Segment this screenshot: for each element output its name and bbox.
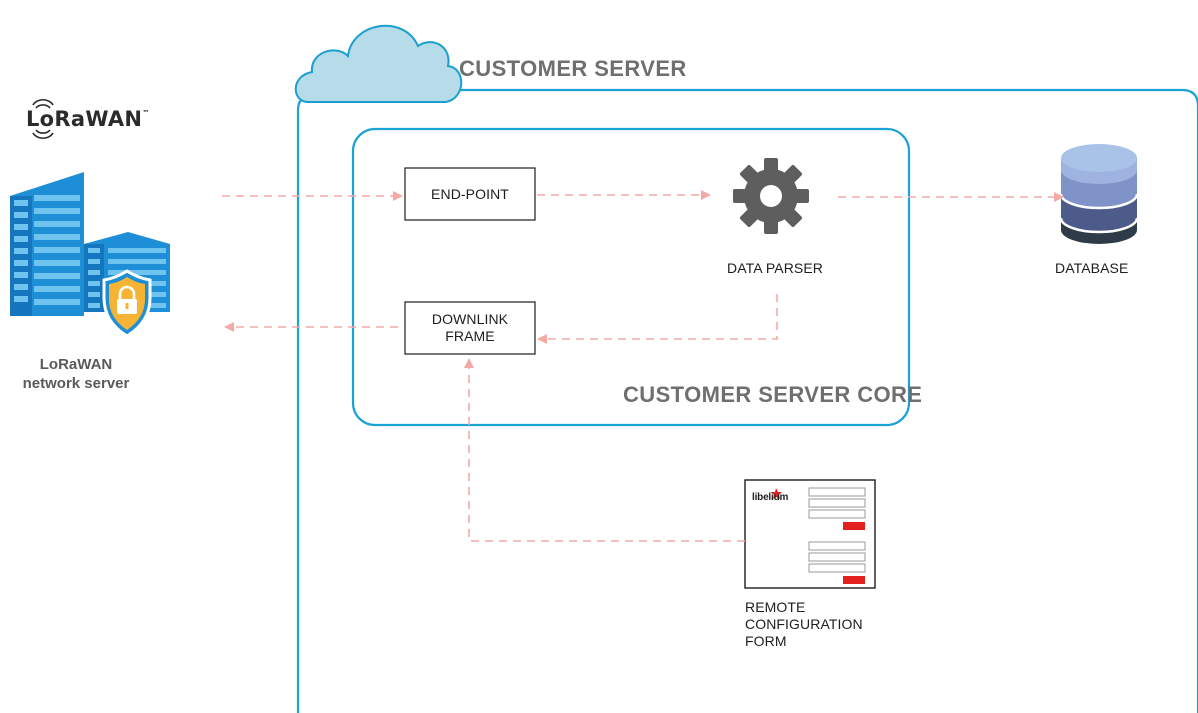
gear-icon	[733, 158, 809, 234]
libelium-star-icon	[771, 488, 782, 499]
arrow-parser-to-downlink	[537, 294, 778, 344]
arrow-form-to-downlink	[464, 358, 745, 542]
lorawan-logo-tm: ™	[142, 109, 150, 117]
downlink-frame-box: DOWNLINK FRAME	[405, 302, 535, 354]
end-point-box-frame	[404, 167, 536, 221]
database-icon	[1059, 144, 1139, 244]
data-parser-label: DATA PARSER	[727, 260, 824, 276]
downlink-frame-label-line2: FRAME	[445, 328, 495, 344]
lorawan-logo-text: LoRaWAN	[26, 107, 143, 131]
network-server-caption-line1: LoRaWAN	[39, 356, 113, 373]
shield-lock-icon	[102, 269, 152, 338]
network-server-caption-line2: network server	[22, 375, 130, 392]
database-label: DATABASE	[1055, 260, 1129, 276]
libelium-brand: libelium	[752, 492, 789, 503]
downlink-frame-box-frame	[404, 301, 536, 355]
remote-form-caption-line2: CONFIGURATION	[745, 616, 863, 632]
lora-signal-icon	[32, 98, 54, 140]
remote-form-caption-line3: FORM	[745, 633, 787, 649]
end-point-label: END-POINT	[431, 185, 509, 202]
form-submit-button-1	[843, 522, 865, 530]
remote-form-caption: REMOTE CONFIGURATION FORM	[745, 599, 863, 650]
cloud-icon	[294, 24, 463, 103]
end-point-box: END-POINT	[405, 168, 535, 220]
form-submit-button-2	[843, 576, 865, 584]
customer-server-title: CUSTOMER SERVER	[459, 56, 687, 81]
lorawan-logo: LoRaWAN™	[26, 107, 150, 131]
remote-form-caption-line1: REMOTE	[745, 599, 806, 615]
customer-server-core-container	[351, 127, 911, 427]
network-server-caption: LoRaWAN network server	[0, 355, 152, 393]
downlink-frame-label-line1: DOWNLINK	[431, 311, 509, 327]
customer-server-core-title: CUSTOMER SERVER CORE	[623, 382, 923, 407]
remote-form-card	[744, 479, 876, 589]
